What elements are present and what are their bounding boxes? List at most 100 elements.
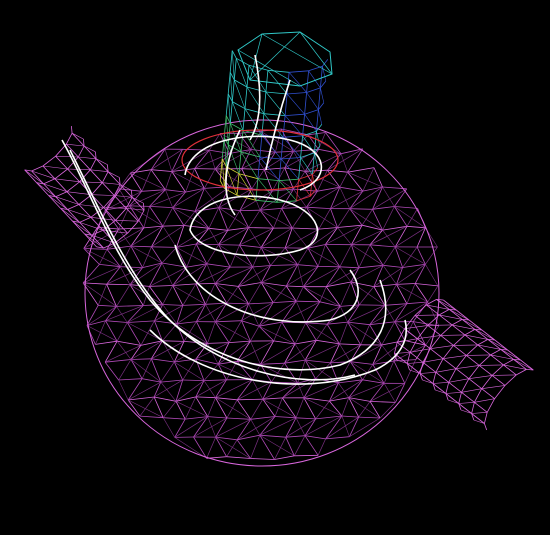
mesh-edge [406,352,411,364]
mesh-edge [215,436,227,457]
mesh-edge [241,168,265,170]
mesh-edge [432,383,447,394]
mesh-edge [289,70,309,73]
mesh-edge [305,306,341,324]
mesh-edge [83,227,98,249]
mesh-edge [281,300,297,323]
mesh-edge [151,246,177,248]
mesh-edge [43,178,56,185]
flow-spiral-mid [174,244,359,323]
mesh-edge [295,417,306,436]
mesh-edge [43,183,56,197]
mesh-edge [223,137,227,167]
mesh-edge [244,108,265,115]
mesh-edge [236,419,252,441]
flow-path-layer [61,54,407,385]
mesh-edge [196,243,219,245]
mesh-edge [278,180,297,201]
mesh-edge [86,325,118,342]
mesh-edge [369,321,395,326]
mesh-edge [513,359,521,361]
mesh-edge [131,190,133,198]
mesh-edge [86,305,99,326]
mesh-edge [103,207,127,209]
mesh-edge [318,227,338,230]
mesh-edge [382,265,397,285]
mesh-edge [442,345,454,359]
mesh-edge [468,378,482,390]
mesh-edge [116,341,132,360]
mesh-edge [373,284,397,287]
mesh-edge [281,206,307,209]
mesh-edge [317,170,328,192]
mesh-edge [127,322,163,342]
mesh-edge [106,283,131,286]
mesh-edge [176,323,208,344]
mesh-edge [258,300,297,327]
mesh-edge [402,263,426,268]
mesh-edge [439,314,463,320]
mesh-edge [48,195,68,210]
mesh-edge [225,93,229,116]
mesh-edge [86,306,117,326]
mesh-edge [414,314,440,316]
mesh-edge [238,133,252,150]
mesh-edge [481,329,496,341]
mesh-edge [417,338,431,350]
mesh-edge [24,169,32,172]
mesh-edge [106,267,143,285]
mesh-edge [118,378,143,381]
mesh-edge [204,188,220,208]
mesh-edge [284,227,293,249]
mesh-edge [250,458,275,460]
mesh-edge [149,206,164,227]
mesh-edge [474,388,483,403]
mesh-edge [259,434,286,438]
mesh-edge [130,225,164,247]
mesh-edge [241,149,252,169]
mesh-edge [227,93,231,124]
mesh-edge [372,209,383,231]
mesh-edge [154,305,183,322]
mesh-edge [105,306,117,321]
mesh-edge [322,59,329,67]
mesh-edge [340,148,363,155]
mesh-edge [31,170,55,180]
mesh-edge [294,322,307,345]
mesh-edge [127,220,139,234]
mesh-edge [141,358,152,379]
mesh-edge [130,359,143,379]
mesh-edge [206,436,217,459]
mesh-edge [104,361,119,381]
mesh-edge [129,284,144,306]
mesh-edge [271,381,298,384]
mesh-edge [477,344,491,356]
mesh-edge [319,286,327,302]
mesh-edge [240,130,244,153]
mesh-edge [397,338,418,343]
mesh-edge [281,188,294,209]
mesh-edge [226,456,251,459]
mesh-edge [218,188,252,209]
mesh-edge [223,115,227,138]
mesh-edge [422,348,431,363]
mesh-edge [396,267,403,285]
mesh-edge [143,203,145,211]
mesh-edge [130,245,163,264]
mesh-edge [98,304,117,307]
mesh-edge [259,434,275,460]
mesh-edge [82,266,121,284]
mesh-edge [175,401,208,417]
mesh-edge [416,227,426,248]
mesh-edge [303,397,343,417]
mesh-edge [162,340,185,342]
mesh-edge [310,189,317,197]
mesh-edge [95,158,108,165]
mesh-edge [406,225,426,229]
mesh-edge [116,305,144,307]
mesh-edge [183,321,197,342]
mesh-edge [261,113,265,136]
mesh-edge [263,169,273,192]
mesh-edge [300,157,313,175]
